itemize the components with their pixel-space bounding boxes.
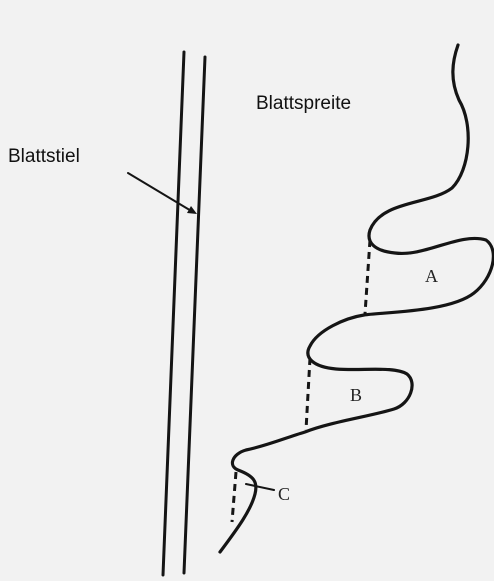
lobe-c-label: C xyxy=(278,484,290,504)
lobe-b-label: B xyxy=(350,385,362,405)
blattspreite-label: Blattspreite xyxy=(256,93,351,114)
lobe-a-label: A xyxy=(425,266,438,286)
blattstiel-label: Blattstiel xyxy=(8,146,80,167)
